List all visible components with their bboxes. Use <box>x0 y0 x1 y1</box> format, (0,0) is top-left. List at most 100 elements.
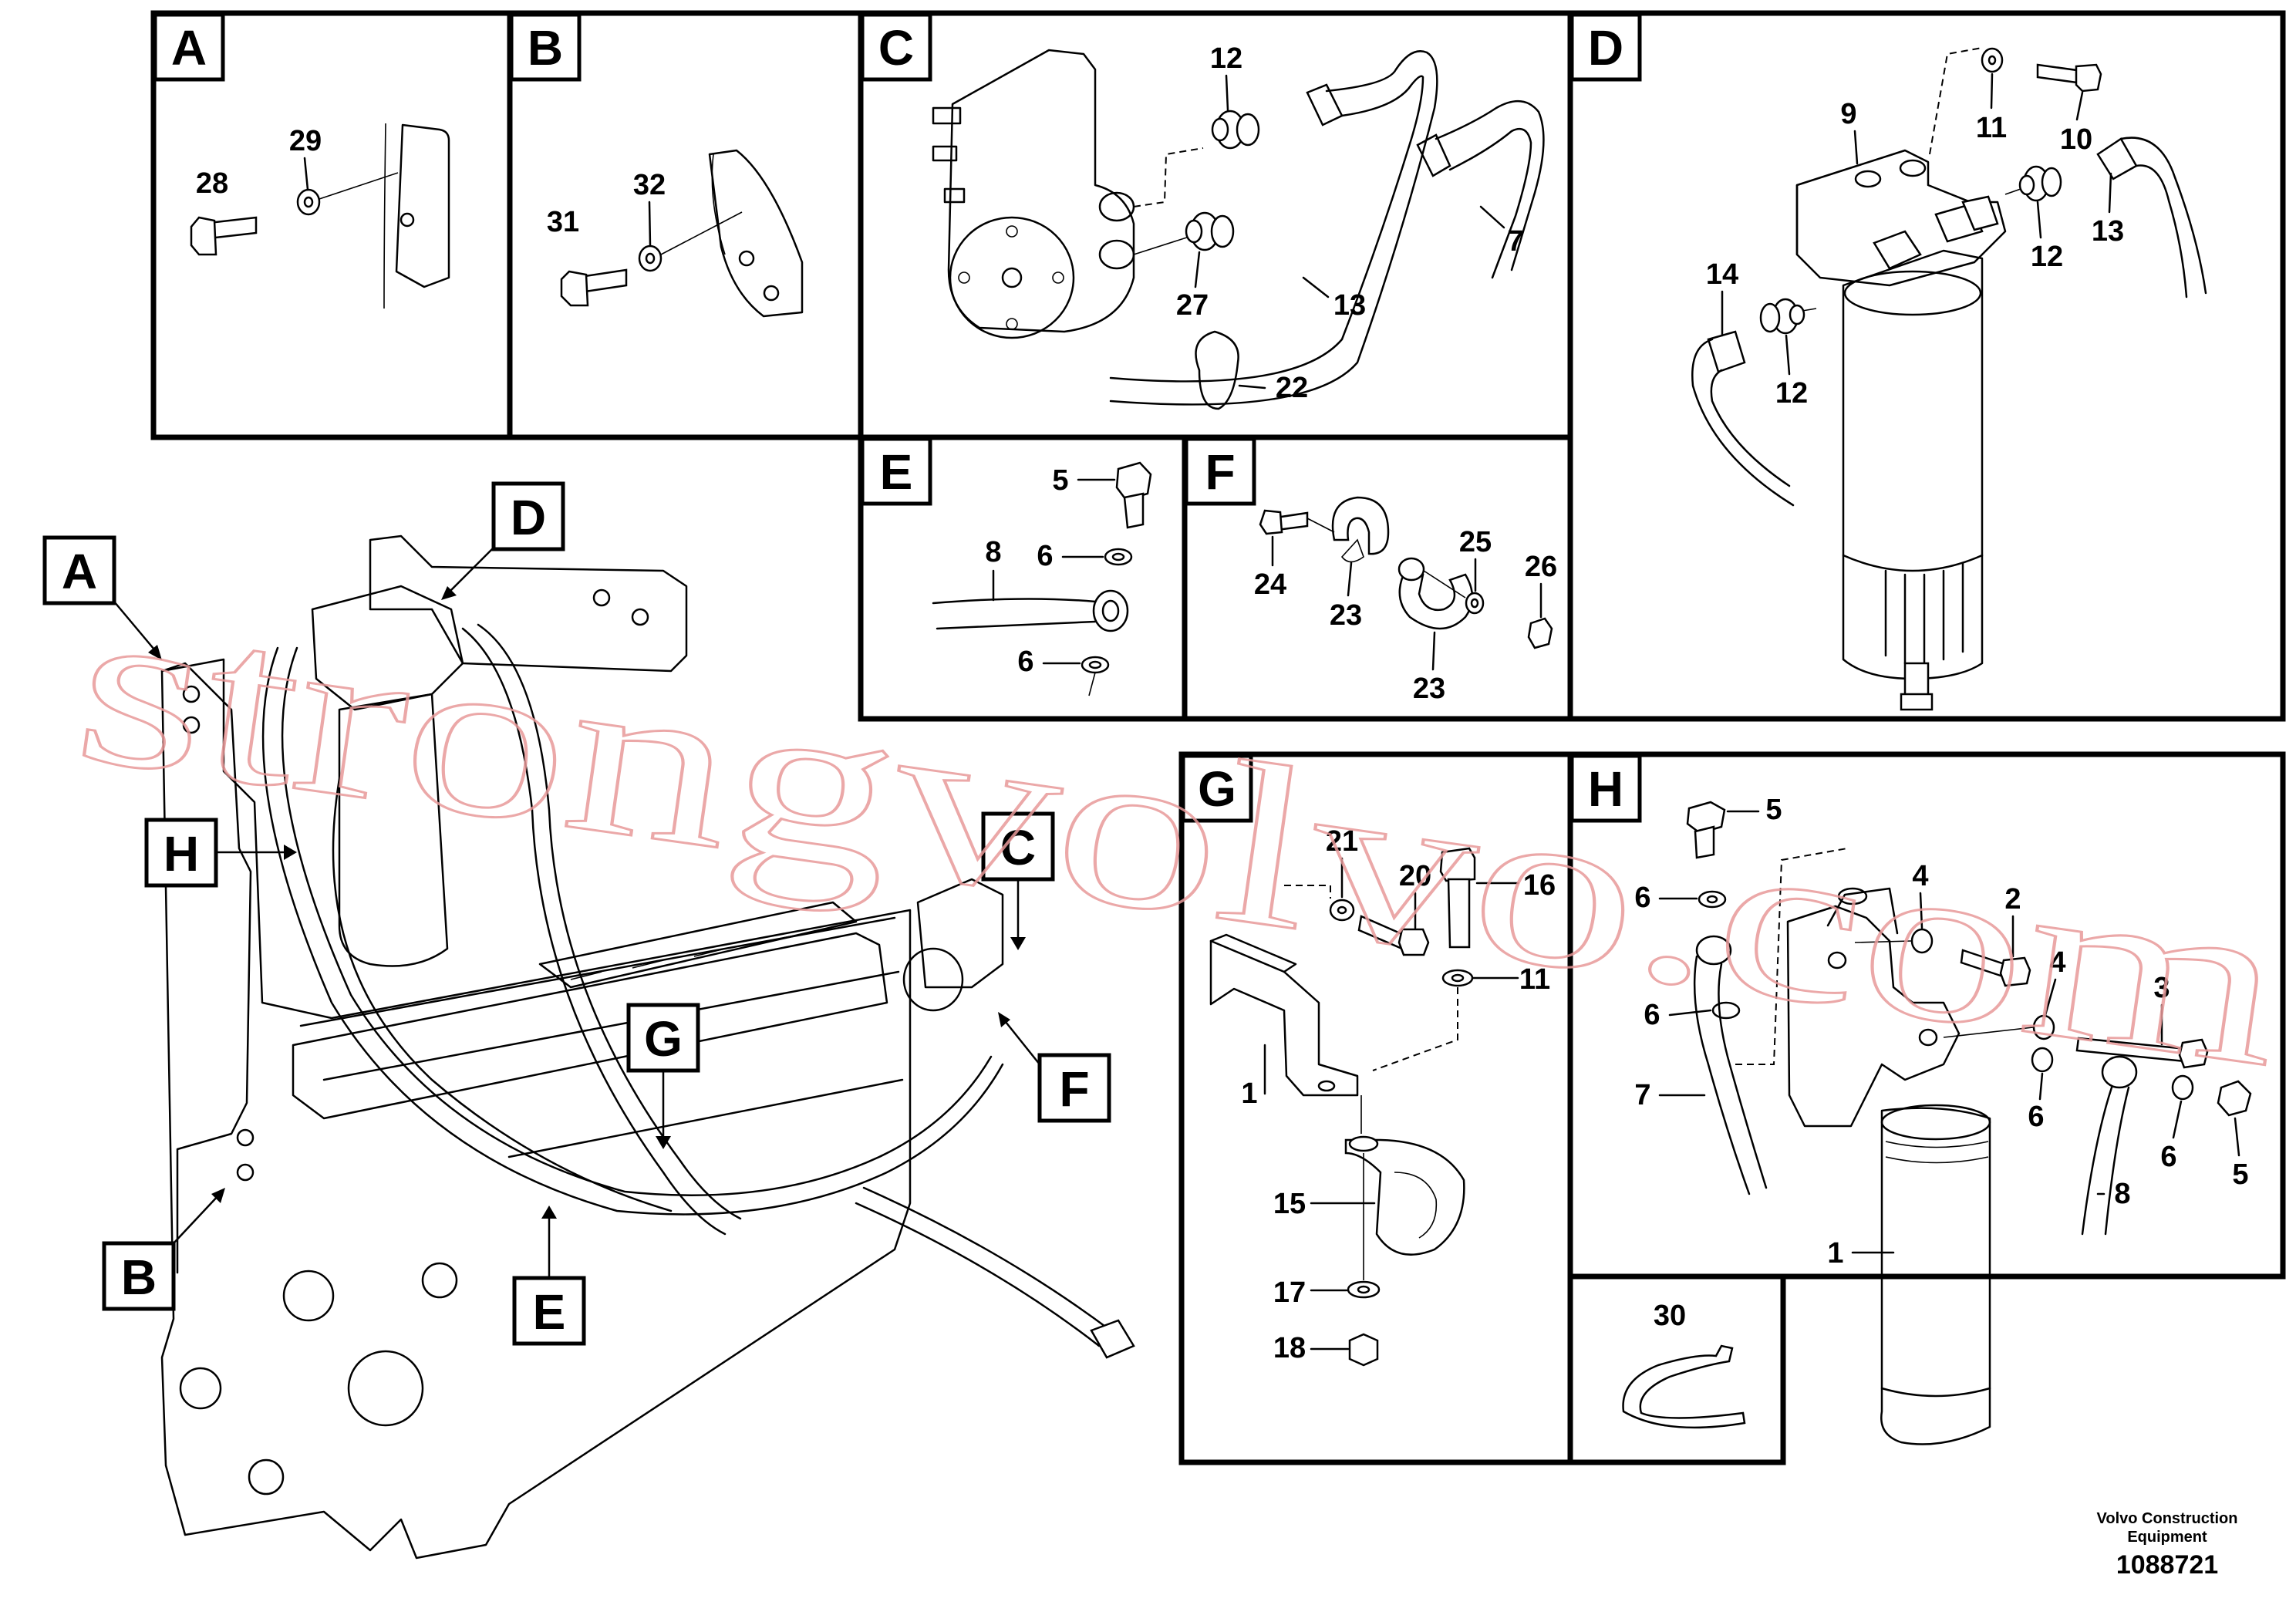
hose-7-outer <box>1435 99 1545 271</box>
nut-18 <box>1348 1333 1379 1367</box>
callout-30: 30 <box>1654 1300 1686 1332</box>
marker-b-arrow <box>211 1188 225 1203</box>
marker-d-arrow <box>441 586 457 600</box>
banjo-fitting-h <box>1695 935 1732 966</box>
washer-4-h2 <box>2032 1014 2055 1040</box>
panel-frame-f <box>1182 434 1573 722</box>
callout-26: 26 <box>1525 551 1557 583</box>
panel-tab-e <box>860 437 932 506</box>
overview-hose-1b <box>281 646 993 1196</box>
callout-4-h1: 4 <box>1912 860 1928 892</box>
hose-end-13 <box>1306 83 1344 126</box>
callout-6-h2: 6 <box>1644 999 1660 1031</box>
pump-bolt-2 <box>1006 318 1018 330</box>
bolt-16-shank <box>1447 878 1471 949</box>
overview-markers: A D H C G F B E <box>42 481 1111 1346</box>
marker-e-arrow <box>541 1206 557 1219</box>
marker-e-box <box>512 1276 586 1346</box>
washer-6-h4 <box>2171 1074 2194 1101</box>
assembly-line-d1 <box>2004 188 2021 195</box>
bolt-20-head <box>1397 928 1430 956</box>
marker-c-box <box>981 811 1055 882</box>
engine-block-outline <box>160 658 912 1560</box>
cable-tie-30 <box>1622 1344 1746 1429</box>
callout-23-upper: 23 <box>1330 599 1362 632</box>
callout-11-g: 11 <box>1519 963 1550 996</box>
footer-drawing-number: 1088721 <box>2116 1550 2218 1580</box>
panel-i-drawing: 30 <box>1622 1300 1746 1429</box>
leader-12-d1 <box>2036 201 2042 239</box>
overview-hose-2 <box>461 627 727 1236</box>
hose-8-h-inner <box>2104 1086 2130 1236</box>
overview-hose-4b <box>855 1202 1101 1347</box>
mount-bracket-d <box>369 534 688 673</box>
callout-18: 18 <box>1273 1332 1306 1364</box>
leader-27 <box>1194 251 1201 288</box>
marker-a-box <box>42 535 116 605</box>
filter-head-h-hole-1 <box>1827 951 1847 969</box>
panel-tabs: A B C D E F G H <box>153 12 1642 823</box>
overview-hose-3 <box>332 777 673 1212</box>
filter-head-h <box>1786 905 1961 1128</box>
engine-front-boss-4 <box>421 1262 458 1299</box>
panel-tab-h <box>1569 754 1642 823</box>
engine-front-boss-2 <box>347 1350 424 1427</box>
dash-g-21 <box>1284 885 1331 899</box>
callout-6-e1: 6 <box>1037 540 1053 572</box>
callout-2: 2 <box>2004 883 2021 916</box>
marker-f-leader <box>1001 1017 1041 1066</box>
leader-12-d2 <box>1785 334 1791 376</box>
hose-13-outer <box>1109 50 1438 406</box>
callout-27: 27 <box>1176 289 1209 322</box>
filter-overview <box>338 693 449 967</box>
bracket-edge-b <box>711 153 726 255</box>
panel-tab-b <box>509 12 582 82</box>
filter-1-top <box>1880 1104 1991 1141</box>
assembly-line-f1 <box>1306 518 1335 533</box>
footer-company-line2: Equipment <box>2127 1529 2207 1546</box>
panel-letter-h: H <box>1588 761 1623 817</box>
hose-14-outer <box>1691 338 1795 507</box>
callout-23-lower: 23 <box>1413 673 1445 705</box>
leader-5-h2 <box>2234 1117 2240 1157</box>
filter-port-right <box>1961 195 1999 231</box>
clamp-15-lug <box>1348 1135 1379 1152</box>
washer-6-h1-hole <box>1706 895 1718 904</box>
engine-front-boss-1 <box>282 1270 335 1322</box>
panel-tab-f <box>1184 437 1256 506</box>
hose-7-h-inner <box>1718 963 1768 1189</box>
hose-8-e-upper <box>932 598 1097 605</box>
bolt-3-head <box>2178 1038 2209 1069</box>
panel-letter-e: E <box>880 444 913 500</box>
panel-letter-c: C <box>878 20 914 76</box>
bracket-b-hole-2 <box>182 716 201 734</box>
leader-4-h2 <box>2044 978 2057 1017</box>
filter-1-seam <box>1880 1387 1991 1398</box>
bracket-b-hole-4 <box>236 1163 255 1182</box>
leader-6-h4 <box>2172 1100 2183 1139</box>
panel-b-drawing: 31 32 <box>547 149 804 318</box>
leader-11-d <box>1990 73 1994 110</box>
nut-26 <box>1527 617 1553 649</box>
callout-13-c: 13 <box>1333 289 1366 322</box>
panel-e-drawing: 5 6 8 6 <box>932 461 1152 696</box>
callout-21: 21 <box>1326 825 1358 858</box>
clamp-23-lower-tab <box>1397 557 1425 582</box>
washer-11-g-hole <box>1451 973 1465 983</box>
panel-tab-g <box>1181 754 1253 823</box>
panel-letter-a: A <box>171 20 207 76</box>
marker-e-letter: E <box>533 1284 566 1340</box>
bracket-d-hole-2 <box>631 608 649 626</box>
overview-hose-4 <box>862 1186 1112 1332</box>
callout-14: 14 <box>1706 258 1738 291</box>
banjo-bolt-5-shank <box>1123 492 1145 529</box>
panel-tab-c <box>860 12 932 82</box>
pump-port-lower <box>1098 239 1135 270</box>
washer-6-e-lower-hole <box>1088 660 1102 669</box>
callout-22: 22 <box>1276 372 1308 404</box>
bracket-b-hole-1 <box>182 685 201 703</box>
marker-h-arrow <box>284 845 297 860</box>
assembly-line-h2 <box>1943 1027 2034 1038</box>
bolt-16-head <box>1439 847 1476 882</box>
leader-10-d <box>2075 91 2084 121</box>
